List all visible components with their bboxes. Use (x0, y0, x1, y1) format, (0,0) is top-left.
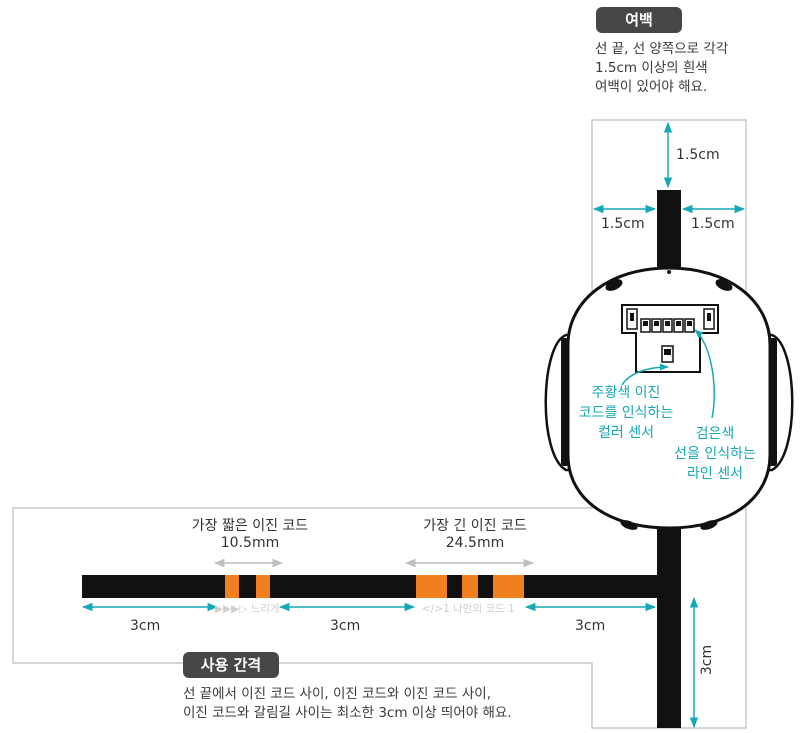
color-sensor-label-line: 코드를 인식하는 (578, 405, 674, 421)
spacing-label-3: 3cm (575, 618, 606, 634)
shortest-code-title: 가장 짧은 이진 코드 (191, 518, 309, 534)
shortest-code (225, 575, 270, 598)
margin-description-line: 선 끝, 선 양쪽으로 각각 (595, 41, 729, 57)
longest-code (416, 575, 524, 598)
longest-code-title: 가장 긴 이진 코드 (423, 518, 527, 534)
spacing-label-2: 3cm (330, 618, 361, 634)
margin-description-line: 1.5cm 이상의 흰색 (595, 60, 708, 76)
margin-left-label: 1.5cm (601, 216, 645, 232)
margin-description: 선 끝, 선 양쪽으로 각각 1.5cm 이상의 흰색 여백이 있어야 해요. (595, 40, 795, 97)
longest-code-size: 24.5mm (445, 535, 505, 551)
usage-description-line: 선 끝에서 이진 코드 사이, 이진 코드와 이진 코드 사이, (183, 686, 492, 702)
margin-badge: 여백 (596, 7, 682, 33)
usage-description-line: 이진 코드와 갈림길 사이는 최소한 3cm 이상 띄어야 해요. (183, 705, 512, 721)
line-sensor-label-line: 라인 센서 (687, 466, 743, 482)
margin-description-line: 여백이 있어야 해요. (595, 79, 708, 95)
color-sensor-label: 주황색 이진 코드를 인식하는 컬러 센서 (566, 383, 686, 443)
usage-description: 선 끝에서 이진 코드 사이, 이진 코드와 이진 코드 사이, 이진 코드와 … (183, 685, 588, 723)
spacing-label-vertical: 3cm (699, 644, 716, 676)
horizontal-line (82, 575, 681, 598)
color-sensor-label-line: 컬러 센서 (598, 425, 654, 441)
robot (544, 266, 794, 530)
shortest-code-size: 10.5mm (220, 535, 280, 551)
longest-code-name: </>1 나만의 코드 1 (422, 603, 515, 615)
usage-badge: 사용 간격 (183, 652, 279, 678)
line-sensor-label-line: 선을 인식하는 (674, 446, 756, 462)
margin-right-label: 1.5cm (691, 216, 735, 232)
shortest-code-name: ▶▶▶▷ 느리게 (215, 603, 280, 615)
line-sensor-label-line: 검은색 (695, 426, 735, 442)
color-sensor-label-line: 주황색 이진 (591, 385, 661, 401)
margin-top-label: 1.5cm (676, 147, 720, 163)
spacing-label-1: 3cm (130, 618, 161, 634)
line-sensor-label: 검은색 선을 인식하는 라인 센서 (660, 424, 770, 484)
robot-body (566, 266, 772, 530)
